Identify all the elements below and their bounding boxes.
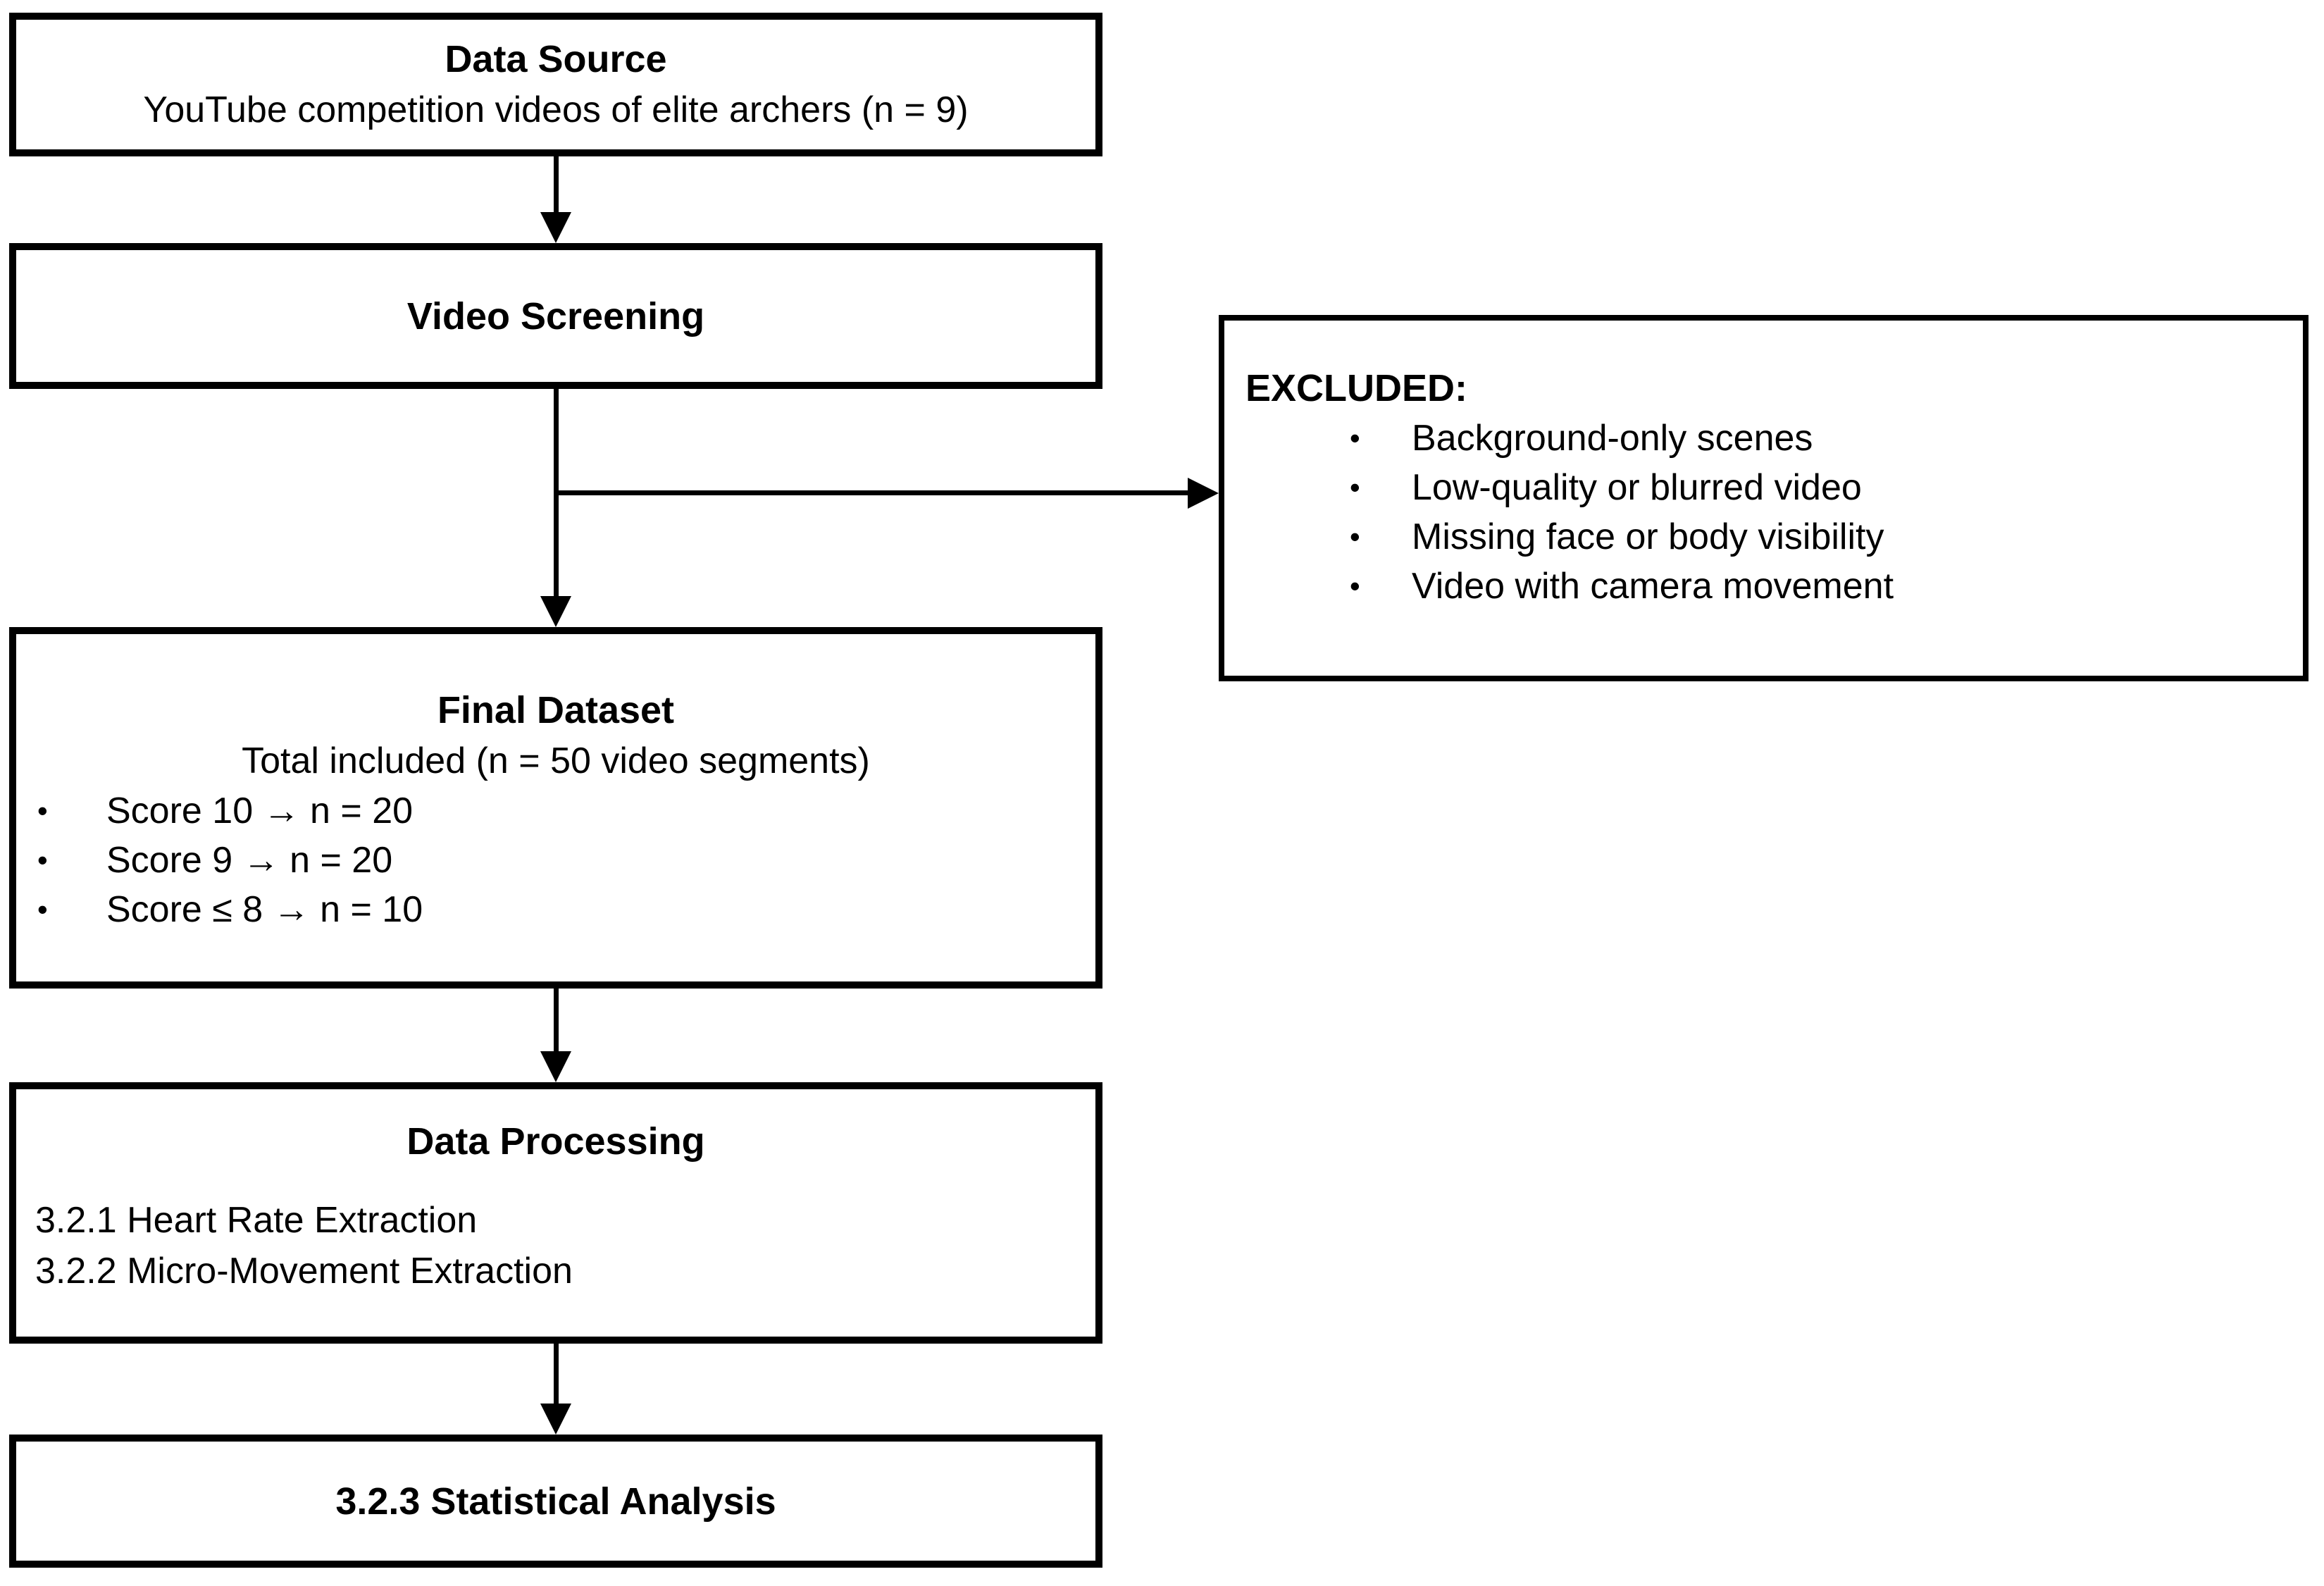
excluded-list: Background-only scenes Low-quality or bl… (1245, 414, 2289, 611)
excluded-item: Background-only scenes (1245, 414, 2289, 463)
final-dataset-item: Score 9 → n = 20 (16, 836, 1095, 885)
connector-dataprocessing-to-statisticalanalysis (554, 1344, 559, 1404)
box-video-screening: Video Screening (9, 243, 1102, 389)
data-source-title: Data Source (445, 38, 667, 80)
connector-videoscreening-to-excluded (556, 490, 1189, 495)
connector-datasource-to-videoscreening (554, 156, 559, 213)
arrowhead-down-icon (540, 596, 571, 627)
box-data-processing: Data Processing 3.2.1 Heart Rate Extract… (9, 1082, 1102, 1344)
connector-finaldataset-to-dataprocessing (554, 989, 559, 1051)
data-processing-title: Data Processing (406, 1120, 705, 1163)
data-processing-step: 3.2.2 Micro-Movement Extraction (35, 1251, 573, 1291)
arrowhead-right-icon (1188, 478, 1219, 509)
final-dataset-title: Final Dataset (437, 689, 675, 731)
box-excluded: EXCLUDED: Background-only scenes Low-qua… (1219, 315, 2309, 681)
box-final-dataset: Final Dataset Total included (n = 50 vid… (9, 627, 1102, 989)
statistical-analysis-title: 3.2.3 Statistical Analysis (335, 1480, 776, 1523)
arrowhead-down-icon (540, 212, 571, 243)
excluded-item: Low-quality or blurred video (1245, 463, 2289, 512)
arrowhead-down-icon (540, 1404, 571, 1435)
arrowhead-down-icon (540, 1051, 571, 1082)
box-data-source: Data Source YouTube competition videos o… (9, 13, 1102, 156)
final-dataset-subtitle: Total included (n = 50 video segments) (242, 741, 870, 781)
box-statistical-analysis: 3.2.3 Statistical Analysis (9, 1435, 1102, 1568)
final-dataset-item: Score 10 → n = 20 (16, 786, 1095, 836)
excluded-item: Missing face or body visibility (1245, 512, 2289, 562)
excluded-item: Video with camera movement (1245, 562, 2289, 611)
data-processing-step: 3.2.1 Heart Rate Extraction (35, 1200, 478, 1241)
final-dataset-list: Score 10 → n = 20 Score 9 → n = 20 Score… (16, 786, 1095, 934)
final-dataset-item: Score ≤ 8 → n = 10 (16, 885, 1095, 934)
excluded-title: EXCLUDED: (1245, 367, 1468, 409)
video-screening-title: Video Screening (406, 295, 705, 337)
data-source-subtitle: YouTube competition videos of elite arch… (143, 89, 969, 130)
